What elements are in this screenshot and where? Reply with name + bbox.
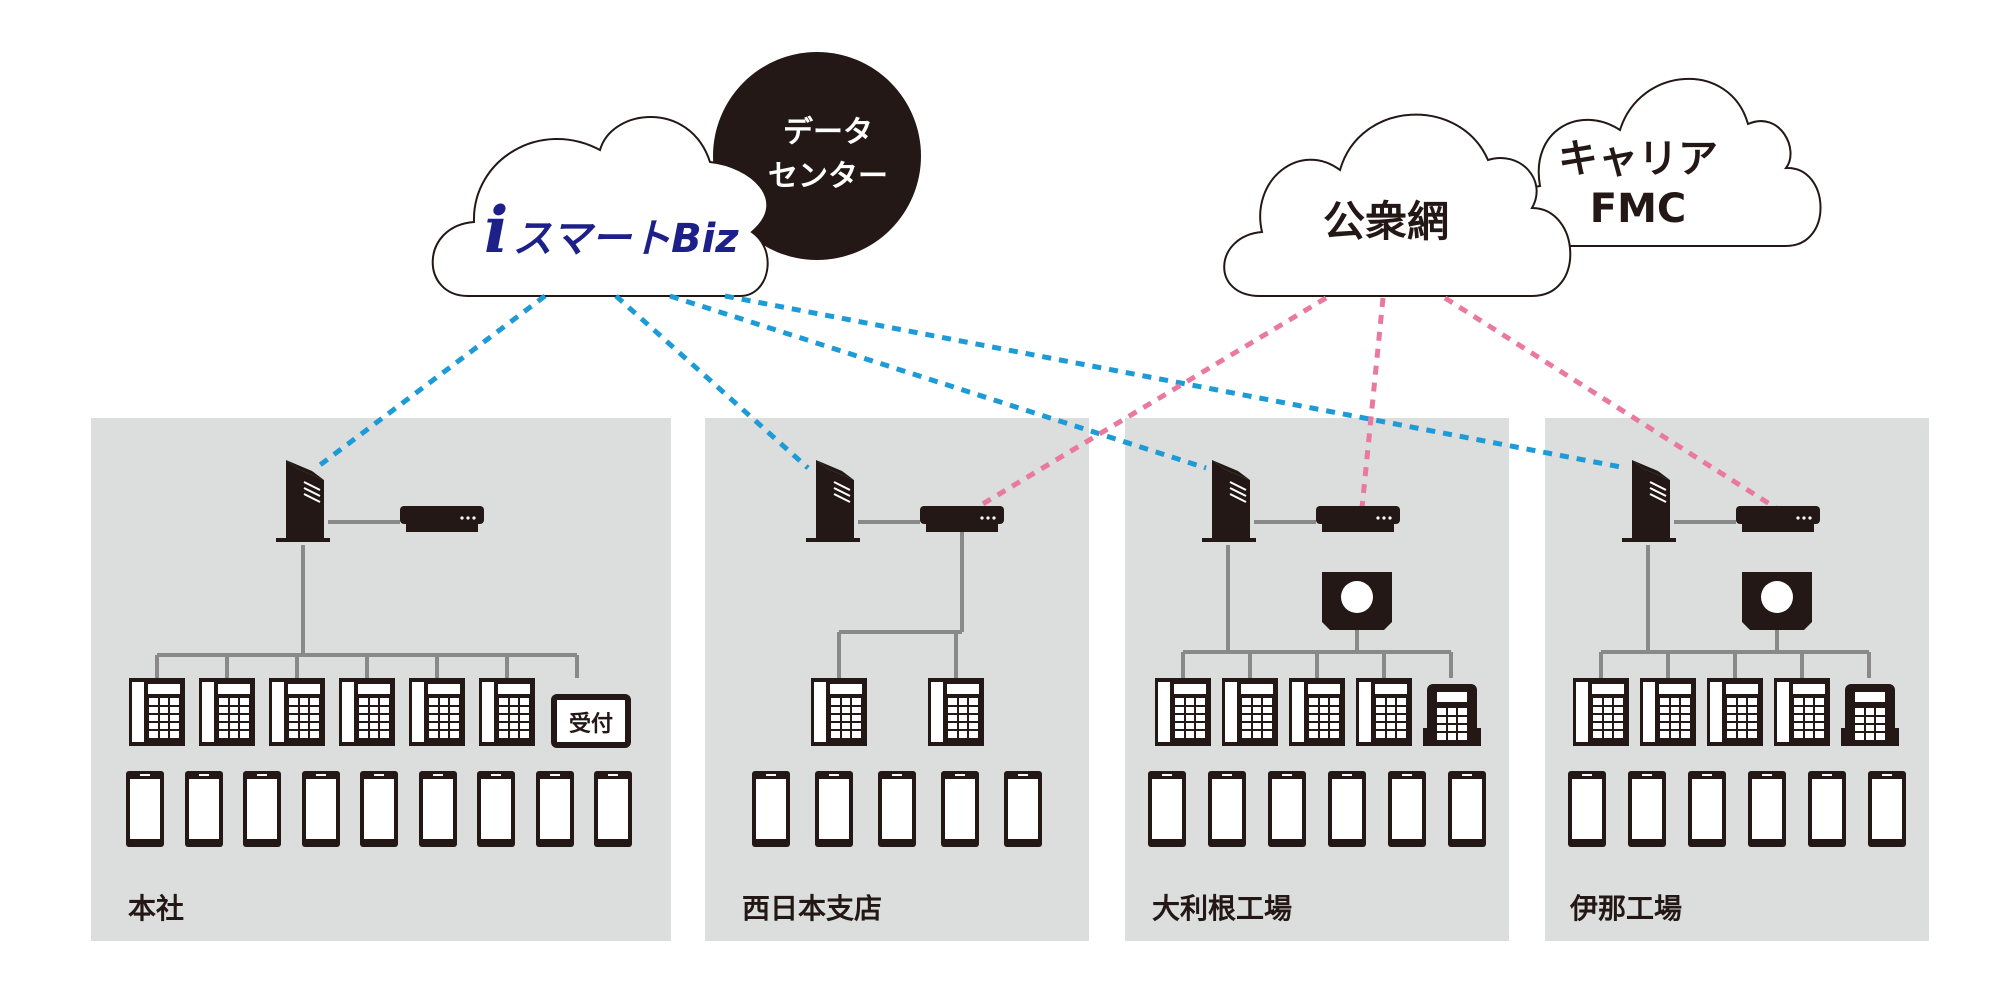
smartphone-icon (185, 771, 223, 847)
cordless-phone-icon (1422, 683, 1482, 747)
desk-phone-icon (128, 677, 186, 747)
reception-tablet-screen (557, 700, 625, 742)
desk-phone-icon (1706, 677, 1764, 747)
router-icon (400, 506, 484, 532)
site-equipment-1: 受付 (126, 459, 632, 847)
desk-phone-icon (198, 677, 256, 747)
ismart-brand-text: スマートBiz (512, 216, 739, 262)
datacenter-label-line1: データ (783, 115, 873, 150)
desk-phone-icon (1221, 677, 1279, 747)
public-network-links (974, 295, 1778, 511)
site-label-honsha: 本社 (128, 892, 184, 925)
desk-phone-icon (1288, 677, 1346, 747)
ismart-brand-i: i (484, 193, 508, 268)
datacenter-label-line2: センター (768, 159, 888, 194)
smartphone-icon (752, 771, 790, 847)
router-icon (1736, 506, 1820, 532)
smartphone-icon (1568, 771, 1606, 847)
base-station-icon (1742, 572, 1812, 630)
carrier-fmc-label-line2: FMC (1590, 186, 1686, 232)
smartphone-icon (594, 771, 632, 847)
public-network-cloud: 公衆網 (1223, 113, 1572, 297)
cordless-phone-icon (1840, 683, 1900, 747)
link-public-otone (1359, 297, 1386, 509)
desk-phone-icon (268, 677, 326, 747)
ismart-links (314, 293, 1627, 471)
router-icon (1316, 506, 1400, 532)
smartphone-icon (536, 771, 574, 847)
desk-phone-icon (1572, 677, 1630, 747)
site-label-nishinihon: 西日本支店 (742, 892, 882, 925)
smartphone-icon (1388, 771, 1426, 847)
smartphone-icon (1328, 771, 1366, 847)
link-ismart-nishinihon (614, 294, 810, 470)
link-public-ina (1443, 295, 1778, 511)
desk-phone-icon (810, 677, 868, 747)
desk-phone-icon (408, 677, 466, 747)
smartphone-icon (878, 771, 916, 847)
smartphone-icon (1688, 771, 1726, 847)
desk-phone-icon (338, 677, 396, 747)
link-public-nishinihon (974, 295, 1328, 511)
smartphone-icon (1628, 771, 1666, 847)
link-ismart-otone (669, 293, 1207, 471)
smartphone-icon (477, 771, 515, 847)
smartphone-icon (815, 771, 853, 847)
router-icon (920, 506, 1004, 532)
smartphone-icon (1868, 771, 1906, 847)
desk-phone-icon (478, 677, 536, 747)
smartphone-icon (1748, 771, 1786, 847)
smartphone-icon (1148, 771, 1186, 847)
desk-phone-icon (927, 677, 985, 747)
smartphone-icon (1004, 771, 1042, 847)
public-network-label: 公衆網 (1323, 197, 1449, 246)
smartphone-icon (1448, 771, 1486, 847)
sites-layer: 受付 (126, 459, 1906, 847)
smartphone-icon (1208, 771, 1246, 847)
carrier-fmc-cloud: キャリア FMC (1509, 77, 1822, 247)
smartphone-icon (1268, 771, 1306, 847)
desk-phone-icon (1639, 677, 1697, 747)
smartphone-icon (126, 771, 164, 847)
desk-phone-icon (1154, 677, 1212, 747)
smartphone-icon (419, 771, 457, 847)
smartphone-icon (941, 771, 979, 847)
smartphone-icon (1808, 771, 1846, 847)
smartphone-icon (243, 771, 281, 847)
site-equipment-3 (1148, 459, 1486, 847)
site-label-otone: 大利根工場 (1152, 892, 1292, 925)
site-equipment-4 (1568, 459, 1906, 847)
reception-label: 受付 (569, 711, 613, 737)
site-equipment-2 (752, 459, 1042, 847)
desk-phone-icon (1355, 677, 1413, 747)
carrier-fmc-label-line1: キャリア (1558, 136, 1718, 182)
site-label-ina: 伊那工場 (1569, 892, 1682, 925)
desk-phone-icon (1773, 677, 1831, 747)
smartphone-icon (360, 771, 398, 847)
link-ismart-honsha (314, 294, 547, 470)
base-station-icon (1322, 572, 1392, 630)
site-panel-nishinihon (705, 418, 1089, 941)
smartphone-icon (302, 771, 340, 847)
